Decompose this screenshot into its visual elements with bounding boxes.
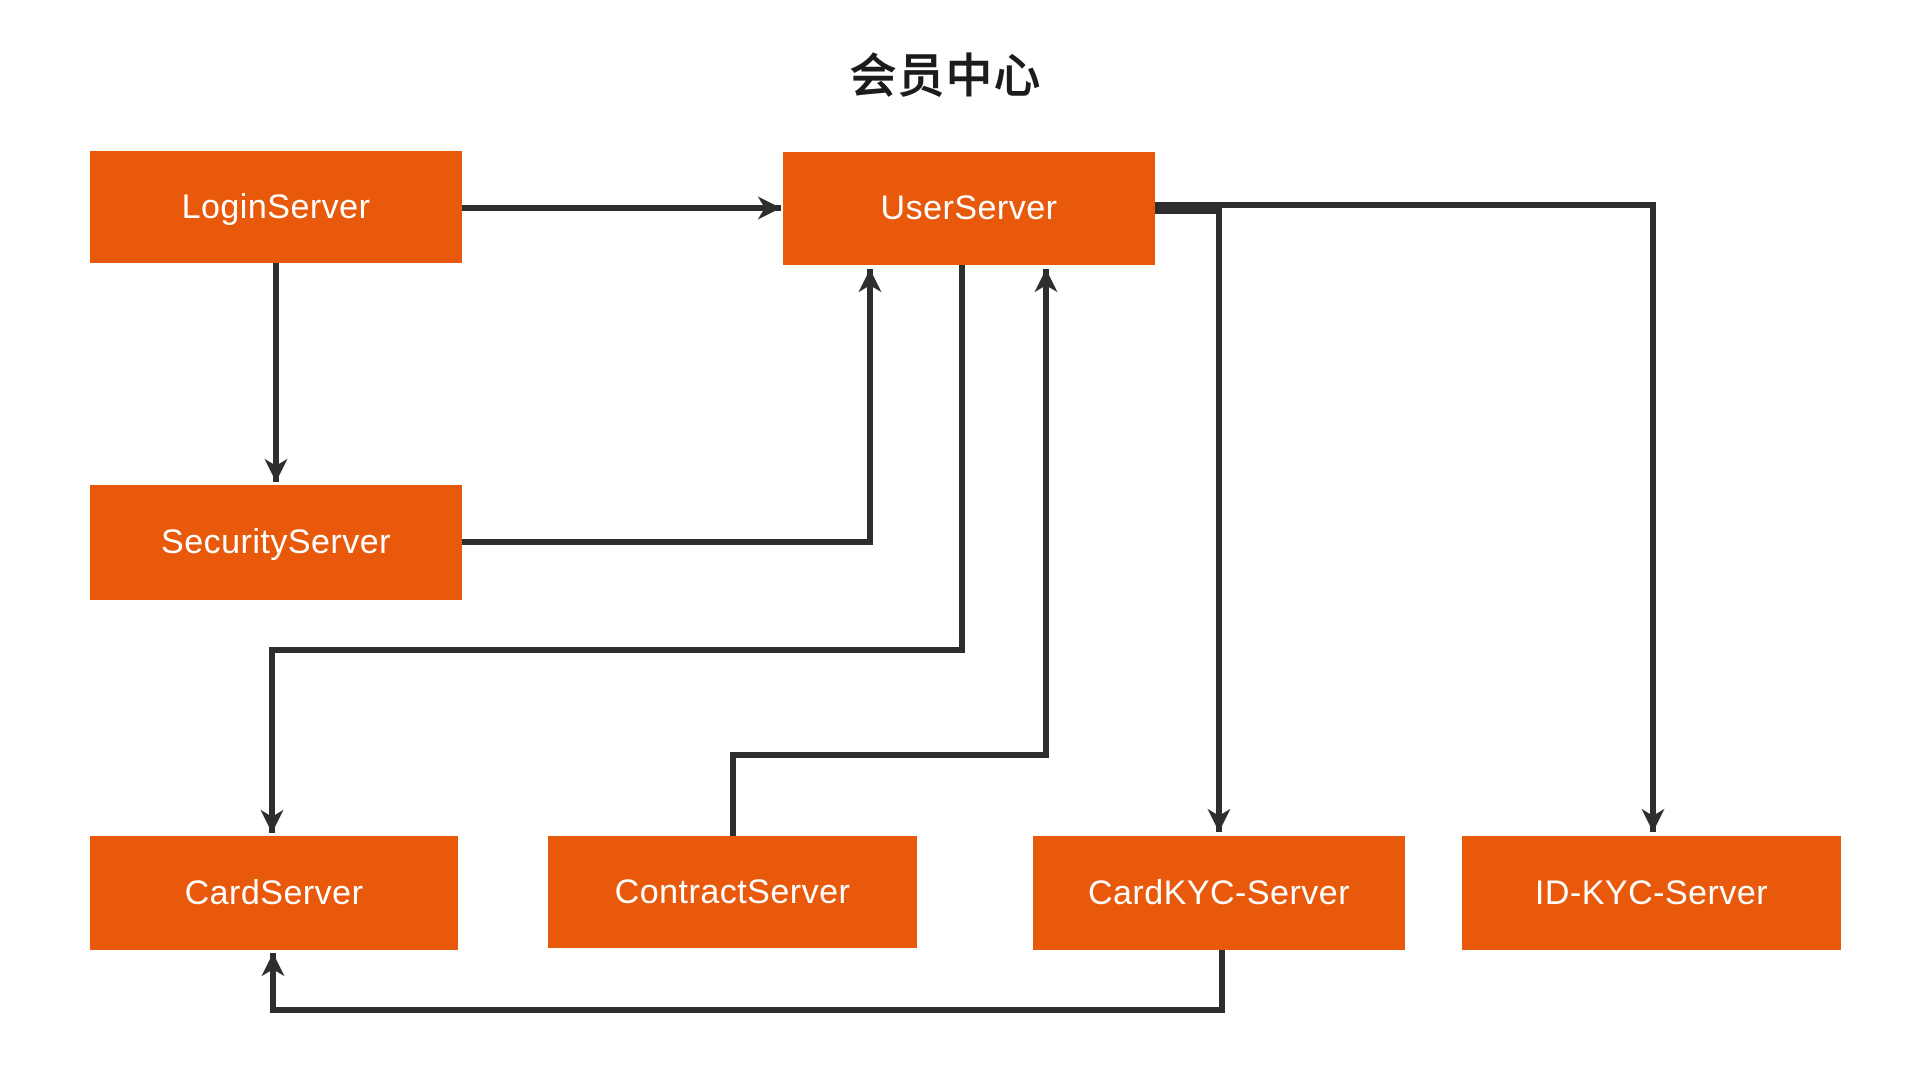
node-loginserver-label: LoginServer — [181, 187, 371, 226]
edge-securityserver-to-userserver — [458, 269, 882, 545]
diagram-title: 会员中心 — [850, 50, 1042, 102]
node-id-kyc-server: ID-KYC-Server — [1462, 836, 1841, 950]
node-id-kyc-server-label: ID-KYC-Server — [1534, 873, 1769, 912]
edge-userserver-to-cardkyc-server — [1155, 208, 1231, 832]
node-cardserver: CardServer — [90, 836, 458, 950]
edge-contractserver-to-userserver — [730, 269, 1058, 836]
node-cardkyc-server-label: CardKYC-Server — [1087, 873, 1351, 912]
node-contractserver-label: ContractServer — [614, 872, 851, 911]
node-contractserver: ContractServer — [548, 836, 917, 948]
edge-cardkyc-server-to-cardserver — [261, 950, 1225, 1013]
edge-userserver-to-cardserver — [260, 265, 965, 833]
node-securityserver: SecurityServer — [90, 485, 462, 600]
node-securityserver-label: SecurityServer — [161, 523, 391, 561]
edge-userserver-to-id-kyc-server — [1155, 202, 1665, 832]
node-cardserver-label: CardServer — [184, 873, 364, 912]
node-cardkyc-server: CardKYC-Server — [1033, 836, 1405, 950]
node-userserver-label: UserServer — [880, 189, 1058, 227]
node-loginserver: LoginServer — [90, 151, 462, 263]
node-userserver: UserServer — [783, 152, 1155, 265]
